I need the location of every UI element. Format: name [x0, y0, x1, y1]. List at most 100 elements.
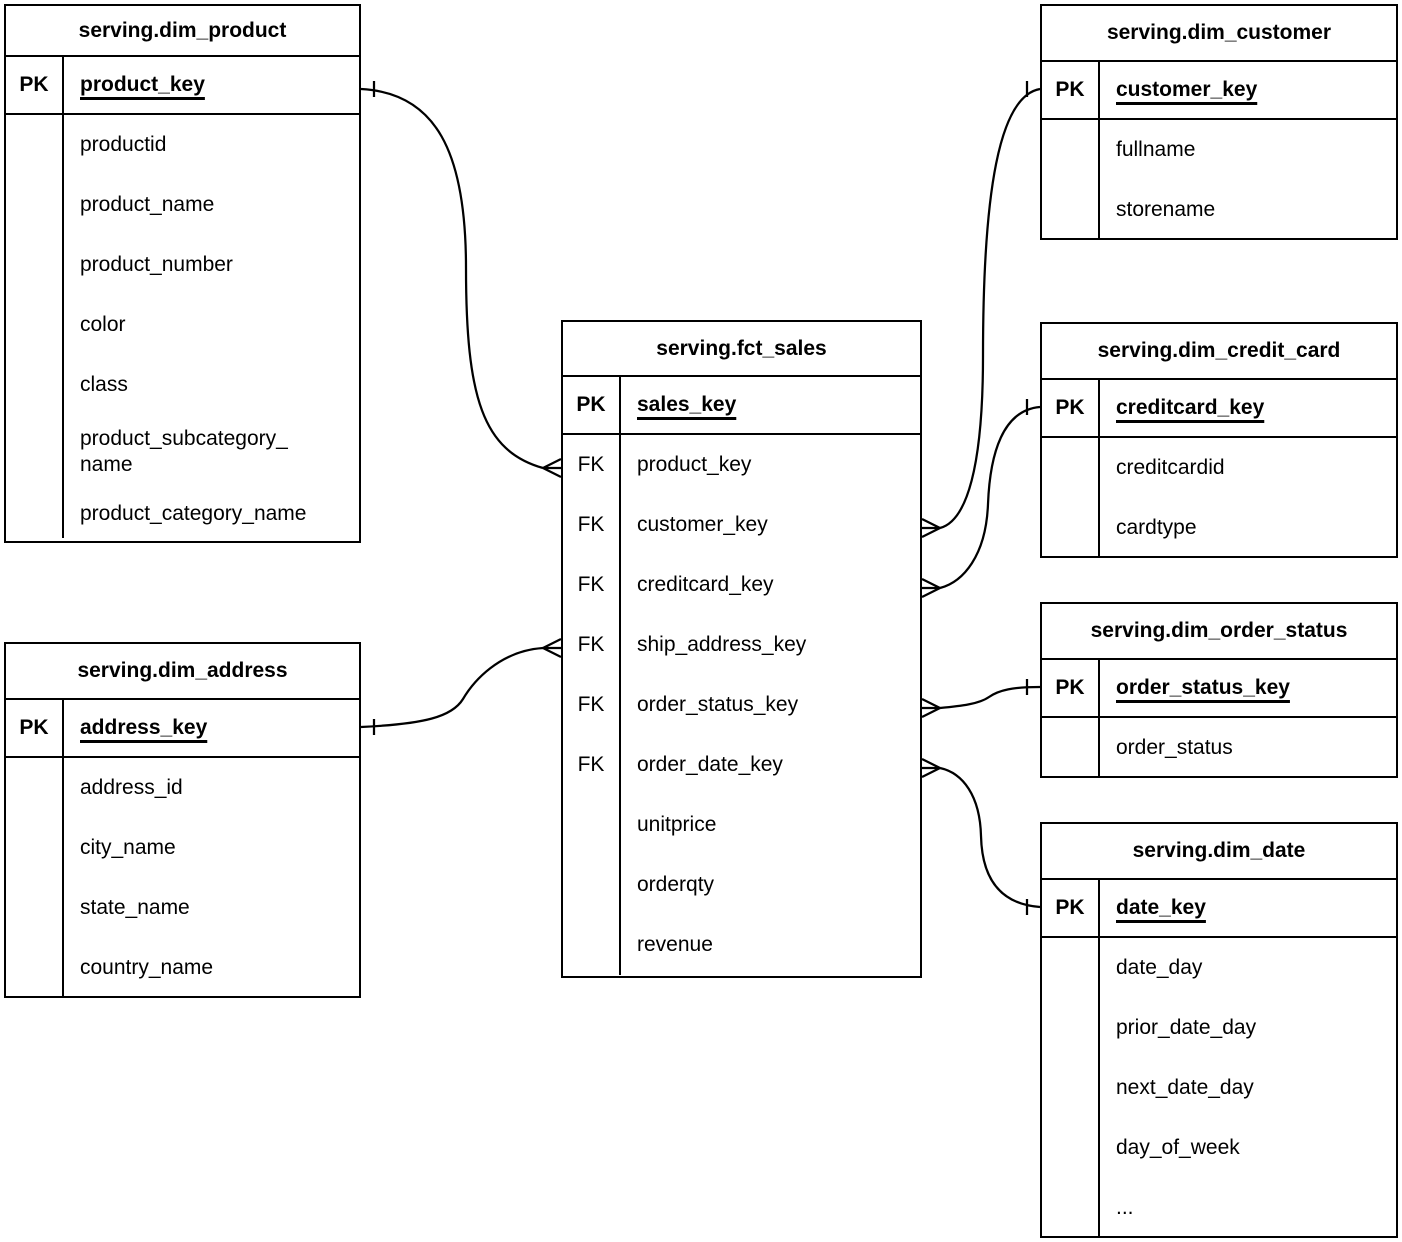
- connector-line: [939, 766, 1041, 909]
- fk-label: [6, 295, 64, 355]
- column-row: product_subcategory_ name: [6, 415, 359, 489]
- fk-label: [6, 115, 64, 175]
- column-name: cardtype: [1116, 516, 1197, 539]
- column-name: productid: [80, 133, 167, 156]
- column-row: city_name: [6, 818, 359, 878]
- column-name: order_status: [1116, 736, 1233, 759]
- fk-label: [6, 415, 64, 489]
- pk-label: PK: [6, 700, 64, 756]
- relationship-orderstatus-to-sales: [921, 679, 1041, 719]
- crows-foot-marker: [542, 457, 562, 479]
- connector-line: [360, 87, 544, 470]
- column-row: date_day: [1042, 938, 1396, 998]
- pk-label: PK: [6, 57, 64, 113]
- table-title: serving.dim_date: [1042, 824, 1396, 880]
- crows-foot-marker: [921, 517, 941, 539]
- relationship-creditcard-to-sales: [921, 399, 1041, 599]
- crows-foot-marker: [921, 697, 941, 719]
- column-row: productid: [6, 115, 359, 175]
- fk-label: FK: [563, 675, 621, 735]
- column-row: address_id: [6, 758, 359, 818]
- crows-foot-marker: [921, 577, 941, 599]
- column-row: product_category_name: [6, 489, 359, 538]
- pk-label: PK: [563, 377, 621, 433]
- column-name: color: [80, 313, 126, 336]
- pk-label: PK: [1042, 880, 1100, 936]
- fk-label: [6, 878, 64, 938]
- column-name: unitprice: [637, 813, 717, 836]
- connector-line: [360, 646, 544, 729]
- column-name: fullname: [1116, 138, 1196, 161]
- connector-line: [939, 87, 1041, 530]
- column-row: order_status: [1042, 718, 1396, 776]
- fk-label: [1042, 998, 1100, 1058]
- column-row: ...: [1042, 1178, 1396, 1236]
- column-name: product_key: [637, 453, 752, 476]
- fk-label: FK: [563, 735, 621, 795]
- fk-label: FK: [563, 555, 621, 615]
- fk-label: FK: [563, 495, 621, 555]
- table-title: serving.dim_credit_card: [1042, 324, 1396, 380]
- column-row: storename: [1042, 180, 1396, 238]
- column-name: prior_date_day: [1116, 1016, 1257, 1039]
- column-row: cardtype: [1042, 498, 1396, 556]
- column-name: state_name: [80, 896, 190, 919]
- fk-label: [6, 355, 64, 415]
- table-columns: order_status: [1042, 718, 1396, 776]
- primary-key-row: PK address_key: [6, 700, 359, 758]
- table-columns: creditcardid cardtype: [1042, 438, 1396, 556]
- pk-field-name: order_status_key: [1116, 676, 1290, 699]
- column-row: state_name: [6, 878, 359, 938]
- fk-label: [1042, 498, 1100, 556]
- relationship-address-to-sales: [360, 637, 562, 735]
- fk-label: [1042, 1058, 1100, 1118]
- pk-field-name: customer_key: [1116, 78, 1258, 101]
- pk-field-name: date_key: [1116, 896, 1206, 919]
- fk-label: [6, 175, 64, 235]
- column-row: fullname: [1042, 120, 1396, 180]
- table-title: serving.dim_address: [6, 644, 359, 700]
- fk-label: [6, 235, 64, 295]
- fk-label: [1042, 1178, 1100, 1236]
- primary-key-row: PK date_key: [1042, 880, 1396, 938]
- column-name: product_name: [80, 193, 215, 216]
- column-row: creditcardid: [1042, 438, 1396, 498]
- column-name: class: [80, 373, 128, 396]
- fk-label: [1042, 718, 1100, 776]
- table-columns: fullname storename: [1042, 120, 1396, 238]
- column-row: FK creditcard_key: [563, 555, 920, 615]
- column-name: creditcardid: [1116, 456, 1225, 479]
- column-row: orderqty: [563, 855, 920, 915]
- fk-label: [6, 938, 64, 996]
- table-title: serving.dim_order_status: [1042, 604, 1396, 660]
- fk-label: [563, 915, 621, 975]
- column-name: creditcard_key: [637, 573, 774, 596]
- crows-foot-marker: [542, 637, 562, 659]
- fk-label: [563, 855, 621, 915]
- column-name: product_subcategory_ name: [80, 427, 288, 476]
- column-name: day_of_week: [1116, 1136, 1240, 1159]
- fk-label: [1042, 120, 1100, 180]
- column-row: revenue: [563, 915, 920, 975]
- column-name: order_date_key: [637, 753, 783, 776]
- column-name: ship_address_key: [637, 633, 807, 656]
- fk-label: [6, 818, 64, 878]
- column-name: address_id: [80, 776, 183, 799]
- column-name: city_name: [80, 836, 176, 859]
- pk-field-name: address_key: [80, 716, 208, 739]
- column-row: FK order_date_key: [563, 735, 920, 795]
- table-title: serving.dim_customer: [1042, 6, 1396, 62]
- fk-label: [1042, 1118, 1100, 1178]
- fk-label: [1042, 180, 1100, 238]
